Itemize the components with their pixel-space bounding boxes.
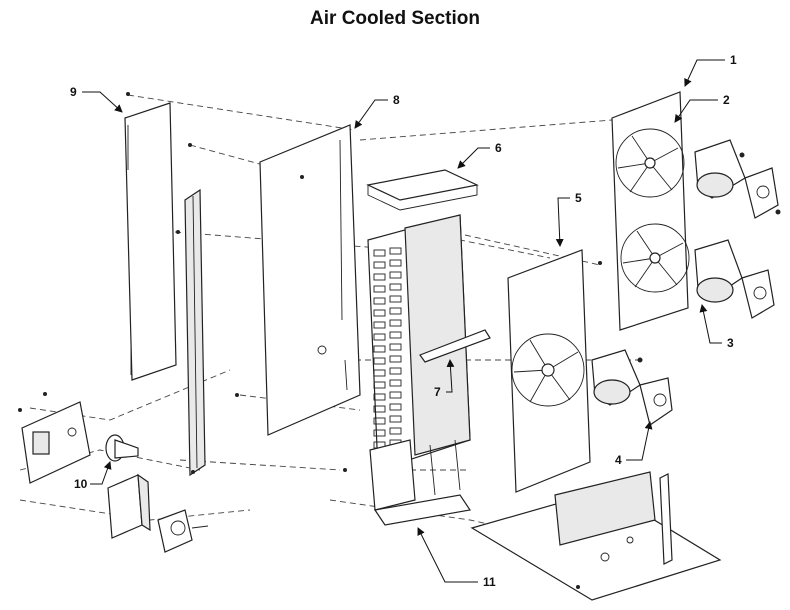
coil-fin-slot: [373, 273, 386, 281]
coil-fin-slot: [389, 331, 402, 339]
coil-fin-slot: [373, 249, 386, 257]
coil-fin-slot: [373, 321, 386, 329]
svg-text:1: 1: [730, 53, 737, 67]
svg-text:11: 11: [483, 575, 496, 589]
side-panel-part-9: [124, 92, 177, 381]
fan-shroud-part-5: [507, 249, 591, 493]
top-bracket-part-6: [366, 169, 479, 211]
coil-fin-slot: [373, 429, 386, 437]
switch-part-10: [105, 434, 139, 462]
base-pan: [470, 471, 722, 601]
screws: [18, 143, 602, 589]
coil-fin-slot: [373, 417, 386, 425]
coil-fin-slot: [389, 427, 402, 435]
coil-fin-slot: [373, 261, 386, 269]
diagram-title: Air Cooled Section: [310, 8, 480, 29]
coil-fin-slot: [373, 357, 386, 365]
callout-3: 3: [699, 304, 734, 350]
svg-text:4: 4: [615, 453, 622, 467]
coil-fin-slot: [373, 405, 386, 413]
vertical-rail: [184, 188, 206, 477]
callout-9: 9: [70, 85, 123, 113]
svg-text:9: 9: [70, 85, 77, 99]
coil-fin-slot: [389, 319, 402, 327]
svg-text:8: 8: [393, 93, 400, 107]
svg-text:7: 7: [434, 385, 441, 399]
coil-fin-slot: [373, 369, 386, 377]
callout-10: 10: [74, 461, 112, 491]
callout-4: 4: [615, 421, 653, 467]
coil-fin-slot: [373, 285, 386, 293]
coil-fin-slot: [389, 271, 402, 279]
fan-blade-icon: [511, 333, 585, 407]
coil-fin-slot: [389, 391, 402, 399]
coil-fin-slot: [389, 295, 402, 303]
svg-text:5: 5: [575, 191, 582, 205]
fan-blade-icon: [620, 223, 690, 293]
coil-fin-slot: [389, 247, 402, 255]
svg-text:6: 6: [495, 141, 502, 155]
coil-fin-slot: [389, 415, 402, 423]
control-bracket: [21, 401, 91, 484]
coil-fin-slot: [373, 297, 386, 305]
motor-icon: [591, 349, 673, 426]
callout-8: 8: [354, 93, 400, 129]
condenser-panel-part-8: [259, 124, 361, 436]
junction-box: [107, 473, 151, 539]
coil-fin-slot: [389, 379, 402, 387]
coil-fin-slot: [389, 355, 402, 363]
callout-7: 7: [434, 359, 455, 399]
svg-text:2: 2: [723, 93, 730, 107]
motor-icon: [694, 239, 775, 319]
dual-fan-shroud-part-1: [611, 91, 690, 331]
callout-1: 1: [684, 53, 737, 87]
coil-fin-slot: [373, 345, 386, 353]
callout-6: 6: [457, 141, 502, 169]
coil-fin-slot: [373, 333, 386, 341]
callout-5: 5: [555, 191, 582, 247]
svg-text:10: 10: [74, 477, 88, 491]
coil-fin-slot: [373, 393, 386, 401]
coil-fin-slot: [389, 307, 402, 315]
motor-icon: [694, 139, 781, 219]
cross-brace-part-7: [419, 329, 491, 363]
fan-blade-icon: [615, 128, 685, 198]
coil-fin-slot: [373, 381, 386, 389]
coil-fin-slot: [389, 367, 402, 375]
callout-2: 2: [674, 93, 730, 123]
coil-fin-slot: [389, 343, 402, 351]
callout-11: 11: [417, 527, 496, 589]
condenser-coil: [367, 214, 472, 526]
coil-fin-slot: [389, 403, 402, 411]
alignment-lines: [19, 94, 640, 566]
valve-assembly: [157, 509, 209, 553]
svg-text:3: 3: [727, 336, 734, 350]
coil-fin-slot: [373, 309, 386, 317]
coil-fin-slot: [389, 283, 402, 291]
coil-fin-slot: [389, 259, 402, 267]
